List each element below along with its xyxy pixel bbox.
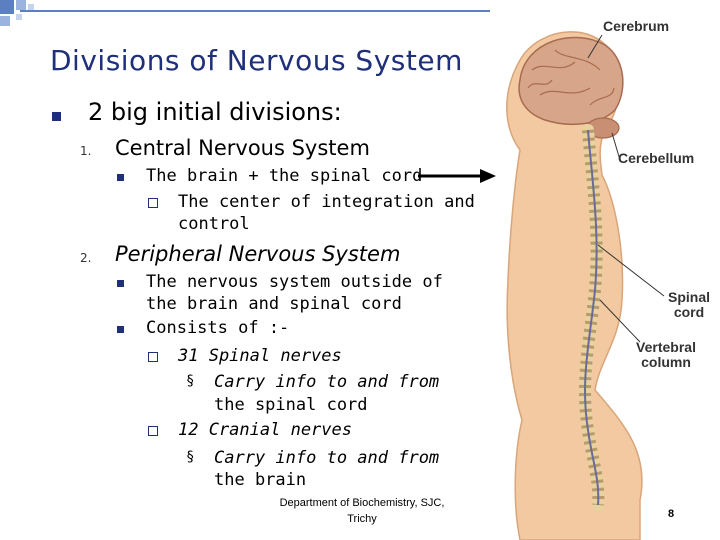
item-peripheral-sub1a: The nervous system outside of xyxy=(146,272,443,292)
bullet-square-icon xyxy=(117,280,124,287)
bullet-square-icon xyxy=(117,326,124,333)
footer-line-2: Trichy xyxy=(347,513,377,525)
bullet-square-icon xyxy=(117,174,124,181)
hollow-bullet-icon xyxy=(148,426,158,436)
label-spinal-b: cord xyxy=(673,304,705,320)
label-spinal-a: Spinal xyxy=(667,289,710,305)
label-cerebrum: Cerebrum xyxy=(603,18,670,34)
sub-bullet-icon: § xyxy=(186,449,195,465)
label-vertebral-b: column xyxy=(641,354,691,370)
label-cerebellum: Cerebellum xyxy=(618,150,695,166)
arrow-head-icon xyxy=(480,169,496,183)
title-rule xyxy=(20,10,490,12)
item-peripheral-sub2: Consists of :- xyxy=(146,318,290,338)
footer-line-1: Department of Biochemistry, SJC, xyxy=(279,497,445,509)
item-central-detail-b: control xyxy=(178,214,250,234)
page-number: 8 xyxy=(668,508,675,520)
item-central-detail-a: The center of integration and xyxy=(178,192,475,212)
cranial-nerves: 12 Cranial nerves xyxy=(178,420,352,440)
label-spinal-cord: Spinal cord xyxy=(664,290,714,320)
brain-shape xyxy=(518,36,624,126)
item-central-sub: The brain + the spinal cord xyxy=(146,166,423,186)
item-central: Central Nervous System xyxy=(115,136,370,160)
label-vertebral-a: Vertebral xyxy=(636,339,696,355)
sub-bullet-icon: § xyxy=(186,373,195,389)
hollow-bullet-icon xyxy=(148,198,158,208)
cranial-nerves-info-a: Carry info to and from xyxy=(214,448,440,468)
page-title: Divisions of Nervous System xyxy=(50,44,463,77)
spinal-nerves: 31 Spinal nerves xyxy=(178,346,342,366)
label-vertebral-column: Vertebral column xyxy=(628,340,704,370)
hollow-bullet-icon xyxy=(148,352,158,362)
body-silhouette xyxy=(506,31,643,540)
item-peripheral: Peripheral Nervous System xyxy=(115,242,401,266)
cranial-nerves-info-b: the brain xyxy=(214,470,307,490)
item-number: 2. xyxy=(80,251,92,265)
item-number: 1. xyxy=(80,144,92,158)
spinal-nerves-info-a: Carry info to and from xyxy=(214,372,440,392)
bullet-main: 2 big initial divisions: xyxy=(88,98,342,126)
bullet-square-icon xyxy=(52,112,61,121)
spinal-nerves-info-b: the spinal cord xyxy=(214,395,368,415)
footer: Department of Biochemistry, SJC, Trichy xyxy=(262,495,462,527)
item-peripheral-sub1b: the brain and spinal cord xyxy=(146,294,402,314)
